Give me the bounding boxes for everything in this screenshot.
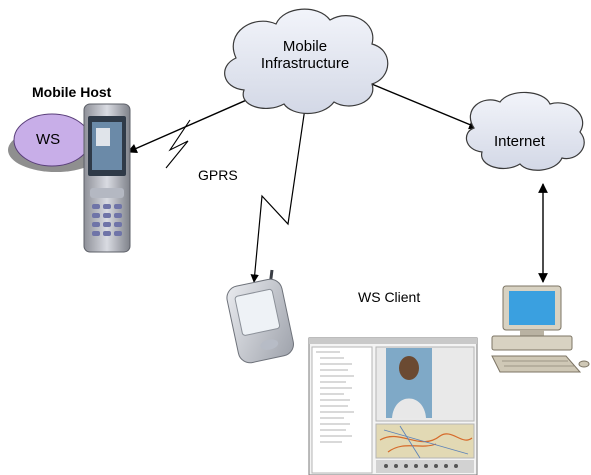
link-infrastructure-pda-gprs <box>250 107 306 283</box>
phone-icon <box>83 103 131 253</box>
ws-client-label: WS Client <box>358 289 421 305</box>
app-screenshot-icon <box>308 337 478 475</box>
mobile-host-label: Mobile Host <box>32 84 112 100</box>
link-infrastructure-internet <box>361 78 479 130</box>
internet-label: Internet <box>494 133 545 150</box>
link-host-infrastructure <box>127 94 259 153</box>
pda-icon <box>226 269 294 364</box>
connections <box>127 78 548 283</box>
desktop-computer-icon <box>491 285 590 373</box>
gprs-label: GPRS <box>198 167 238 183</box>
ws-service-disc <box>8 113 104 172</box>
mobile-infrastructure-cloud <box>224 8 389 114</box>
ws-label: WS <box>36 131 61 148</box>
gprs-lightning-small <box>165 119 191 169</box>
mobile-infrastructure-label: Mobile Infrastructure <box>260 38 350 73</box>
internet-cloud <box>465 91 585 171</box>
